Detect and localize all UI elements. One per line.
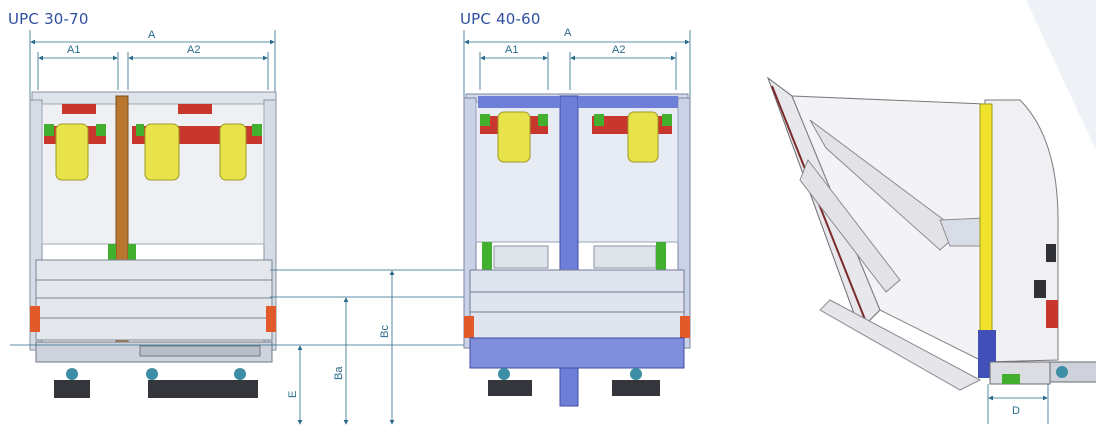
corner-shade: [1026, 0, 1096, 426]
left-height-dimensions: [10, 269, 470, 425]
dim-a-left: A: [148, 29, 156, 41]
dim-a-center: A: [564, 27, 572, 39]
right-vehicle-side-view: [766, 76, 1096, 424]
dim-a1-center: A1: [505, 44, 518, 56]
dim-a2-left: A2: [187, 44, 200, 56]
center-dimension-lines: [463, 30, 691, 100]
center-body-frame: [463, 93, 691, 407]
left-dimension-lines: [29, 30, 276, 110]
dim-e: E: [287, 391, 299, 398]
dim-d: D: [1012, 405, 1020, 417]
dim-a2-center: A2: [612, 44, 625, 56]
dim-ba: Ba: [333, 366, 345, 380]
left-vehicle-rear-view: A A1 A2: [10, 29, 470, 425]
left-body-frame: [29, 91, 277, 398]
dim-bc: Bc: [379, 325, 391, 338]
center-vehicle-rear-view: A A1 A2: [463, 27, 691, 407]
dim-a1-left: A1: [67, 44, 80, 56]
title-left-view: UPC 30-70: [8, 10, 89, 28]
title-center-view: UPC 40-60: [460, 10, 541, 28]
